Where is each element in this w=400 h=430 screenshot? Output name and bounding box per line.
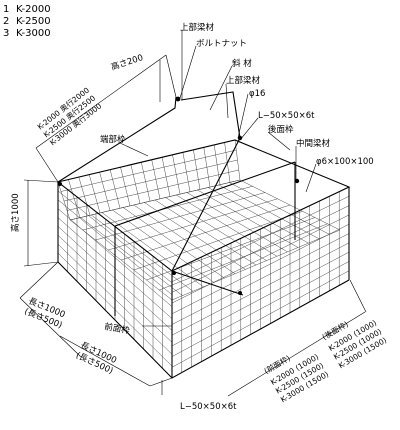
- mesh-wire: [95, 192, 266, 241]
- wire-mesh: [57, 139, 350, 379]
- mesh-wire: [171, 251, 350, 347]
- bolt-lower: [238, 291, 242, 295]
- bolt-front: [172, 271, 176, 275]
- mesh-wire: [66, 169, 239, 211]
- label-height-200: 高さ200: [110, 52, 145, 73]
- label-upper-beam-top: 上部梁材: [180, 22, 215, 33]
- label-phi16: φ16: [249, 89, 265, 99]
- depth-dim-line: [35, 54, 167, 149]
- leader-bolt-nut: [179, 45, 197, 99]
- mesh-wire: [63, 159, 238, 202]
- leader-angle-top: [239, 117, 259, 141]
- bottom-angle: [171, 270, 244, 296]
- dimensions: [19, 30, 367, 397]
- diagonal-member: [171, 137, 241, 272]
- label-height-1000: 高さ1000: [10, 193, 21, 232]
- leader-phi16: [237, 93, 249, 139]
- depth-spec-block: K-2000 奥行2000 K-2500 奥行2500 K-3000 奥行300…: [35, 85, 103, 148]
- label-upper-beam-mid: 上部梁材: [226, 75, 261, 86]
- model-2-number: 2: [3, 16, 9, 27]
- label-diagonal: 斜 材: [232, 58, 252, 69]
- model-list: 1 K-2000 2 K-2500 3 K-3000: [3, 4, 51, 39]
- leader-diagonal: [209, 65, 233, 111]
- mesh-wire: [171, 233, 350, 325]
- mesh-wire: [133, 211, 303, 271]
- label-angle-top: L−50×50×6t: [258, 111, 315, 121]
- mesh-wire: [171, 205, 350, 293]
- mesh-wire: [171, 242, 350, 336]
- model-1-name: K-2000: [16, 4, 51, 15]
- label-bolt-nut: ボルトナット: [196, 39, 247, 49]
- middle-frame-top: [114, 161, 296, 227]
- bolt-left: [58, 182, 62, 186]
- label-rear-frame: 後面枠: [268, 124, 294, 135]
- model-3-number: 3: [3, 28, 9, 39]
- left-length-block: 長さ1000 (長さ500): [23, 297, 67, 331]
- right-dim-line: [227, 311, 366, 397]
- bolt-top: [175, 96, 181, 102]
- mesh-wire: [171, 214, 350, 304]
- mesh-wire: [159, 223, 328, 291]
- top-frame: [56, 139, 351, 272]
- leader-end-frame: [119, 142, 149, 157]
- mesh-wire: [171, 223, 350, 315]
- model-1-number: 1: [3, 4, 9, 15]
- rear-frame-spec: (後面枠) K-2000 (1000) K-2500 (1000) K-3000…: [320, 318, 388, 370]
- leader-rear-frame: [267, 131, 291, 151]
- upper-beam-right: [180, 91, 241, 139]
- label-front-frame: 前面枠: [103, 321, 131, 336]
- left-length-dim-line: [19, 297, 81, 357]
- front-frame-spec: (前面枠) K-2000 (1000) K-2500 (1500) K-3000…: [262, 352, 330, 404]
- bolt-right: [294, 178, 300, 184]
- mesh-wire: [108, 198, 278, 251]
- model-2-name: K-2500: [16, 16, 51, 27]
- mesh-wire: [69, 179, 241, 221]
- mesh-wire: [120, 204, 291, 261]
- bolts: [58, 96, 300, 295]
- mesh-wire: [171, 261, 350, 357]
- mesh-wire: [171, 196, 350, 282]
- label-angle-bottom: L−50×50×6t: [180, 402, 237, 412]
- leader-mesh: [305, 163, 317, 193]
- front-length-block: 長さ1000 (長さ500): [74, 341, 118, 377]
- label-middle-beam: 中間梁材: [296, 138, 331, 149]
- leader-upper-beam-mid: [225, 83, 229, 119]
- model-3-name: K-3000: [16, 28, 51, 39]
- mesh-wire: [82, 186, 253, 231]
- mesh-wire: [171, 229, 341, 301]
- upper-beam-left: [57, 96, 177, 183]
- label-mesh: φ6×100×100: [316, 157, 374, 167]
- label-end-frame: 端部枠: [100, 134, 126, 145]
- mesh-wire: [60, 149, 237, 192]
- mesh-wire: [171, 270, 350, 368]
- front-length-dim-line: [59, 335, 151, 387]
